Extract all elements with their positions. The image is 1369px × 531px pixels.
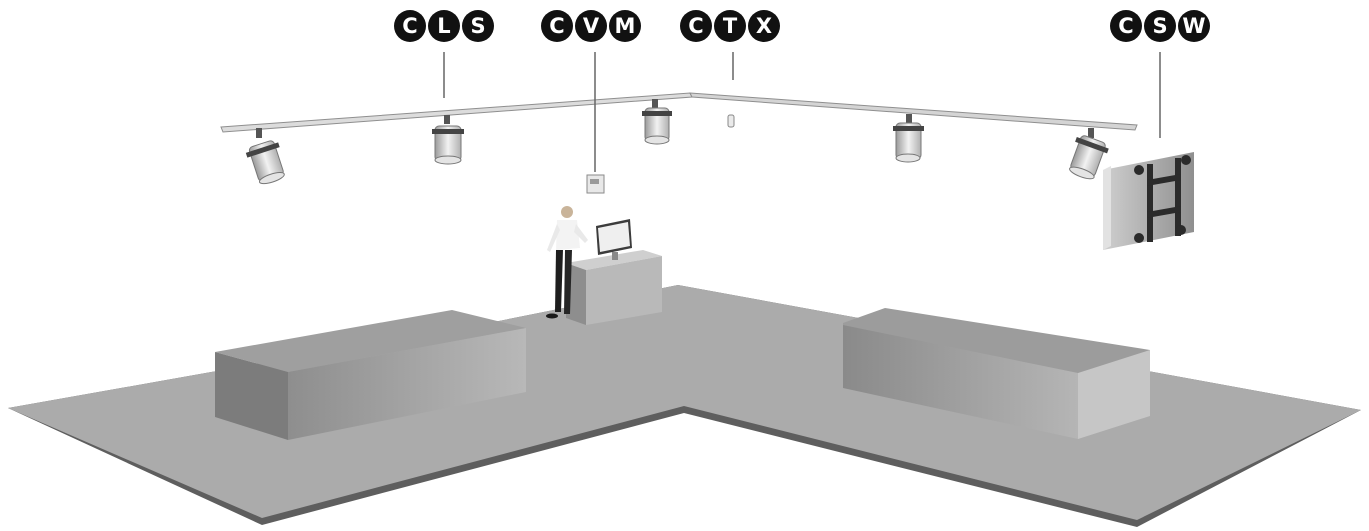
label-ctx: C T X <box>680 10 780 44</box>
label-cvm: C V M <box>541 10 641 44</box>
badge-letter: V <box>575 10 607 42</box>
spotlight-3 <box>642 99 672 144</box>
wall-speaker <box>1103 152 1194 250</box>
badge-letter: X <box>748 10 780 42</box>
badge-letter: S <box>462 10 494 42</box>
spotlight-1 <box>245 128 290 187</box>
badge-letter: M <box>609 10 641 42</box>
badge-letter: C <box>541 10 573 42</box>
badge-letter: S <box>1144 10 1176 42</box>
ceiling-sensor <box>728 115 734 127</box>
label-csw: C S W <box>1110 10 1210 44</box>
wall-control-unit <box>587 175 604 193</box>
badge-letter: C <box>1110 10 1142 42</box>
spotlight-2 <box>432 115 464 164</box>
badge-letter: L <box>428 10 460 42</box>
spotlight-4 <box>893 114 924 162</box>
floor <box>8 285 1361 527</box>
lighting-track <box>221 93 1137 132</box>
badge-letter: C <box>680 10 712 42</box>
badge-letter: T <box>714 10 746 42</box>
badge-letter: C <box>394 10 426 42</box>
badge-letter: W <box>1178 10 1210 42</box>
leader-lines <box>444 52 1160 172</box>
label-cls: C L S <box>394 10 494 44</box>
